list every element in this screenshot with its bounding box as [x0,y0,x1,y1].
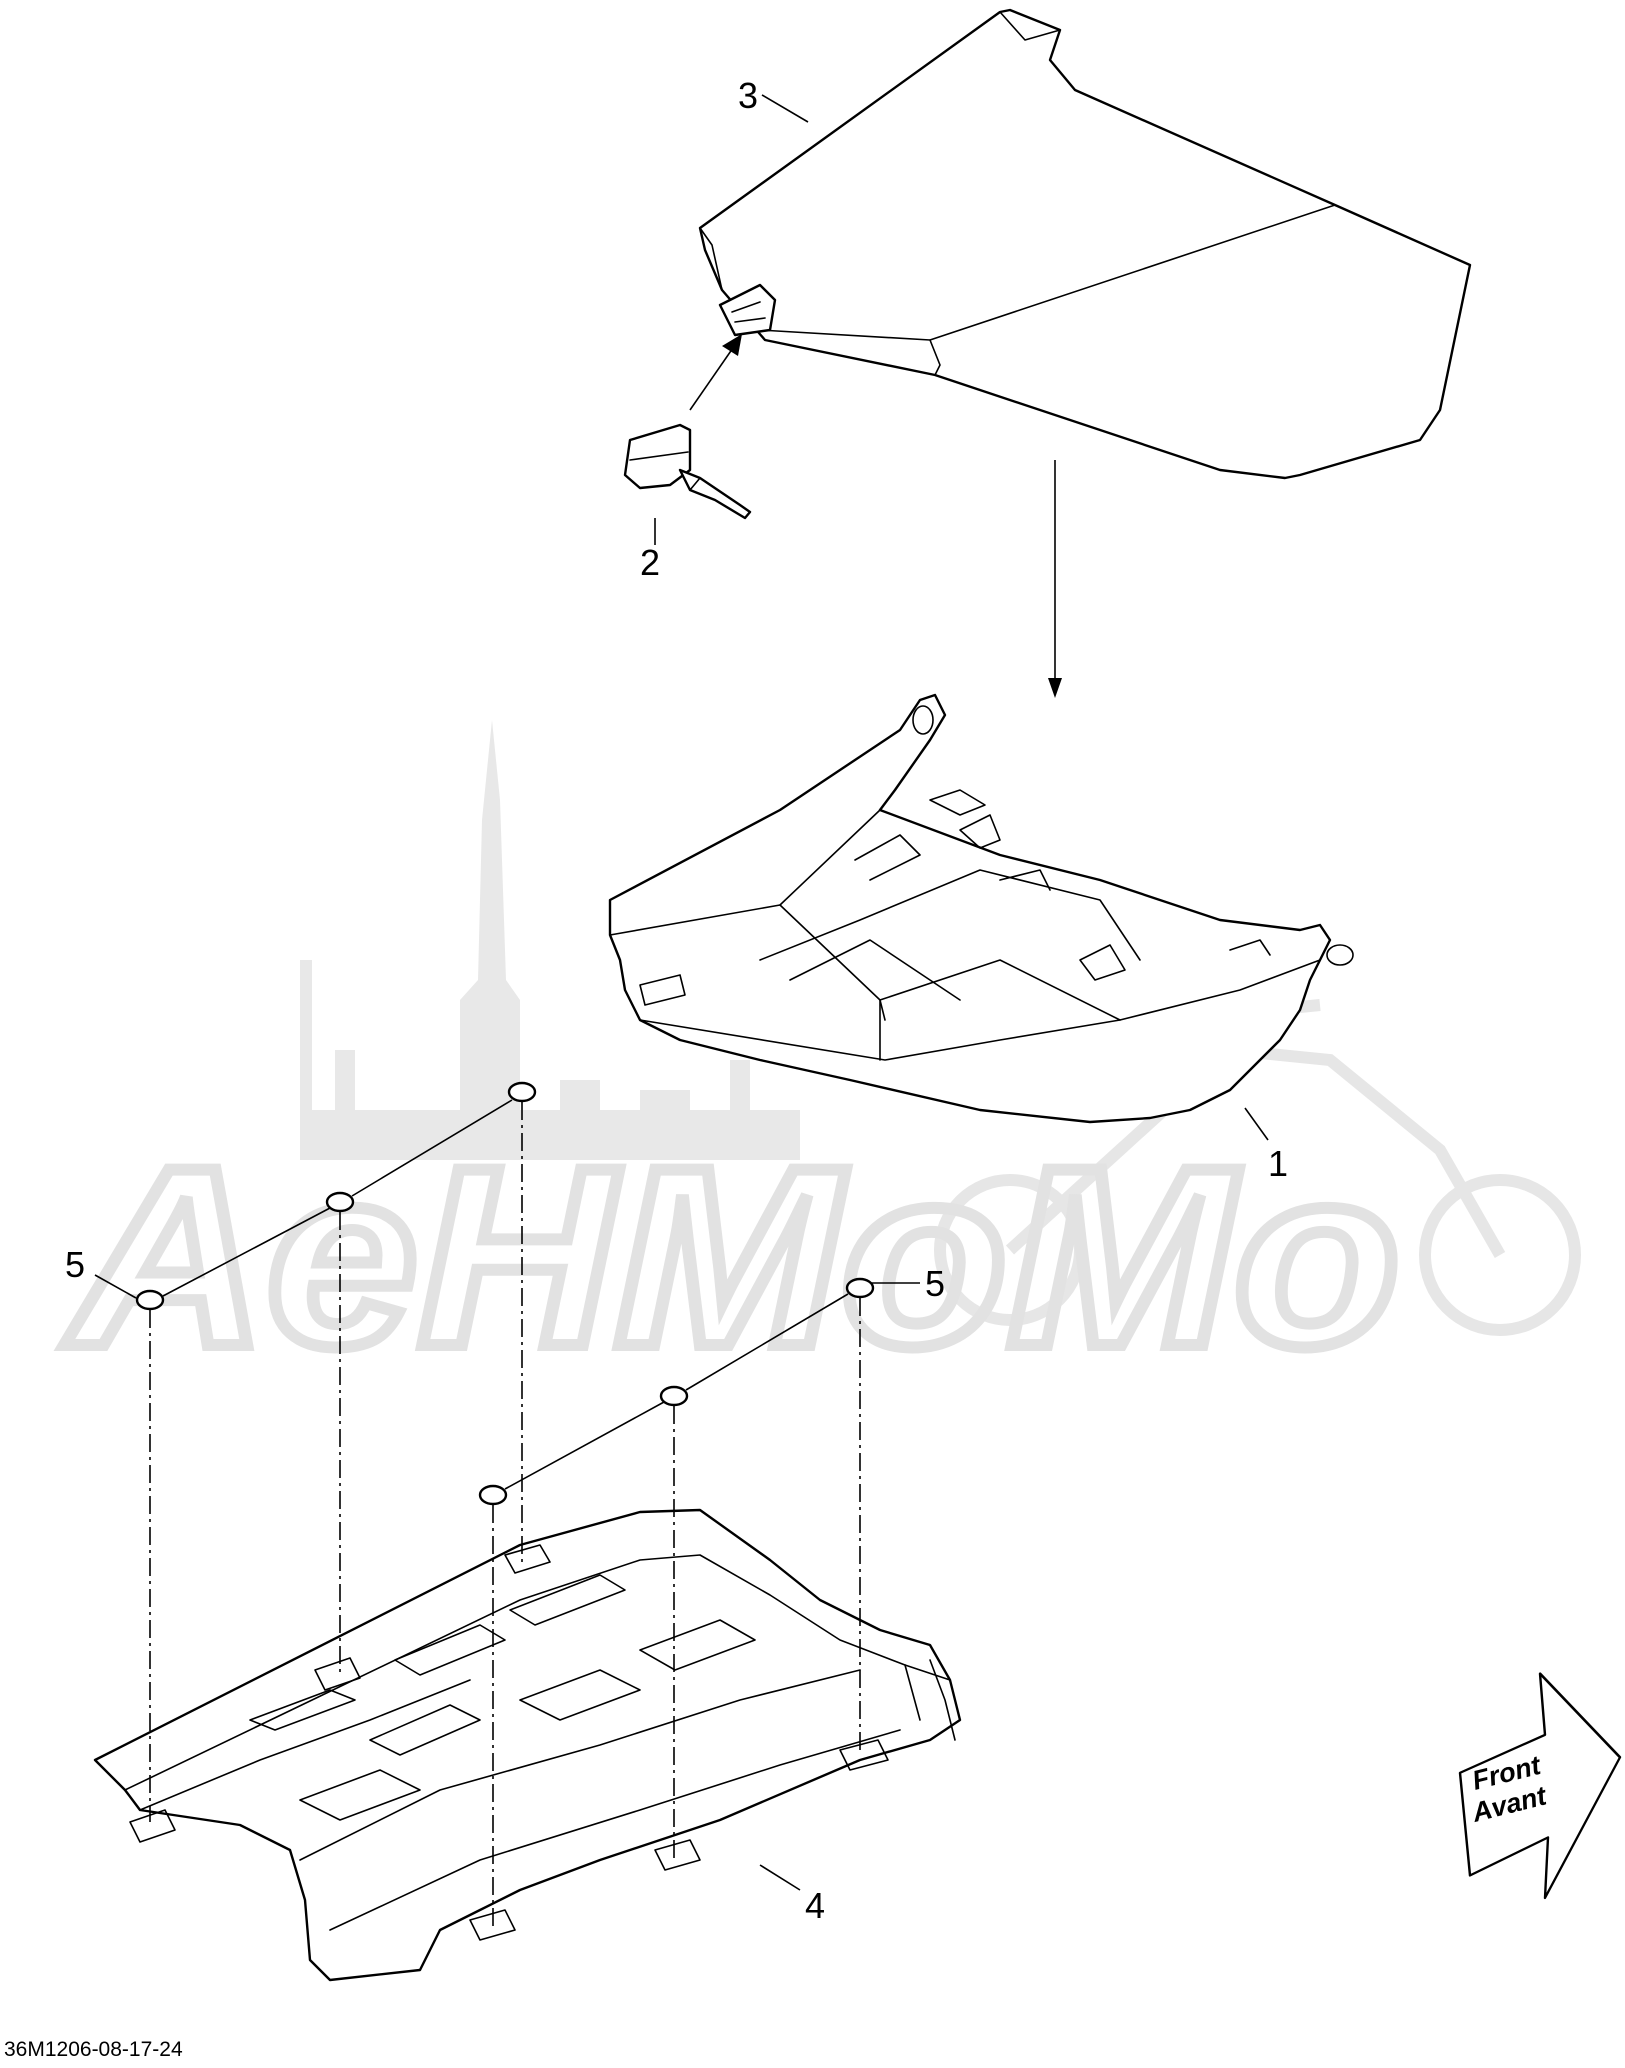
watermark-bike-wheel-rear [934,1174,1086,1326]
rivet [845,1277,875,1299]
watermark-text: AeHMoMo [64,1115,1400,1400]
arrows [689,334,1062,698]
part-2-latch [623,423,752,520]
callout-5-right: 5 [925,1263,945,1304]
part-5-rivets [135,1081,875,1506]
arrow-latch-to-seat [689,344,736,411]
arrow-seat-head [1048,678,1062,698]
watermark-bike-wheel-front [1419,1174,1581,1336]
watermark: AeHMoMo [58,720,1581,1406]
front-direction-badge: Front Avant [1458,1672,1622,1900]
document-id: 36M1206-08-17-24 [4,2038,183,2061]
part-1-body [608,693,1354,1124]
callouts: 3 2 1 4 5 5 [65,75,1288,1926]
assembly-lines [149,1099,861,1930]
part-3-seat [698,8,1472,480]
callout-1: 1 [1268,1143,1288,1184]
callout-2: 2 [640,542,660,583]
front-arrow-icon [1458,1672,1622,1900]
part-4-plate [93,1508,962,1982]
rivet [478,1484,508,1506]
leader-lines [94,94,1269,1891]
arrow-latch-head [722,334,742,356]
callout-3: 3 [738,75,758,116]
watermark-skyline [300,720,800,1160]
rivet [507,1081,537,1103]
rivet [659,1385,689,1407]
callout-4: 4 [805,1885,825,1926]
rivet [135,1289,165,1311]
rivet [325,1191,355,1213]
callout-5-left: 5 [65,1244,85,1285]
